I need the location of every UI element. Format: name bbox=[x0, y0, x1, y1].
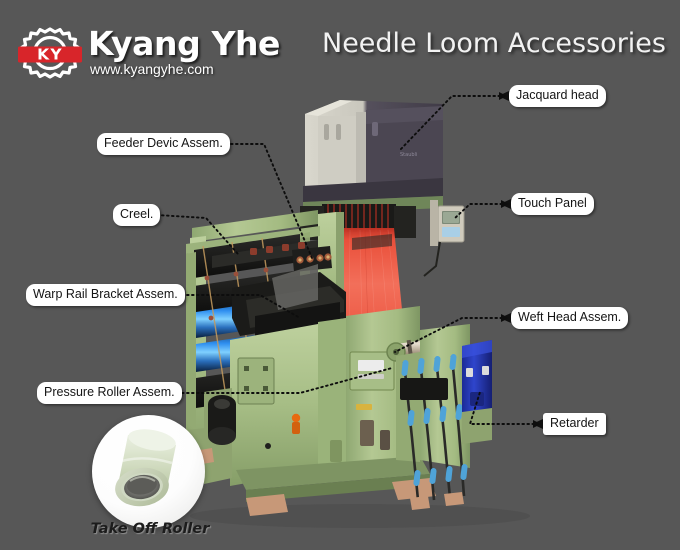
poster-header: KY Kyang Yhe www.kyangyhe.com Needle Loo… bbox=[0, 0, 680, 95]
take-off-roller-inset bbox=[92, 415, 205, 528]
callout-feeder-devic-assem[interactable]: Feeder Devic Assem. bbox=[97, 133, 230, 155]
machine-misc-details bbox=[265, 234, 392, 462]
touch-panel-part bbox=[423, 200, 465, 277]
callout-weft-head-assem[interactable]: Weft Head Assem. bbox=[511, 307, 629, 329]
gear-icon: KY bbox=[18, 27, 82, 79]
background-machine-fragment bbox=[300, 466, 332, 506]
brand-name: Kyang Yhe bbox=[88, 24, 281, 63]
pressure-roller-part bbox=[208, 395, 236, 445]
kyang-yhe-logo: KY bbox=[14, 24, 86, 86]
jacquard-head-part: Staubli bbox=[303, 100, 443, 214]
callout-retarder[interactable]: Retarder bbox=[543, 413, 606, 435]
callout-touch-panel[interactable]: Touch Panel bbox=[511, 193, 594, 215]
callout-creel[interactable]: Creel. bbox=[113, 204, 161, 226]
take-off-roller-caption: Take Off Roller bbox=[90, 521, 210, 537]
callout-pressure-roller[interactable]: Pressure Roller Assem. bbox=[37, 382, 182, 404]
svg-text:KY: KY bbox=[37, 45, 63, 63]
take-off-roller-photo bbox=[115, 429, 176, 507]
brand-url: www.kyangyhe.com bbox=[90, 61, 214, 77]
page-title: Needle Loom Accessories bbox=[322, 28, 666, 59]
callout-jacquard-head[interactable]: Jacquard head bbox=[509, 85, 606, 107]
svg-text:Staubli: Staubli bbox=[400, 152, 417, 158]
retarder-part bbox=[462, 340, 492, 444]
callout-warp-rail-bracket[interactable]: Warp Rail Bracket Assem. bbox=[26, 284, 185, 306]
